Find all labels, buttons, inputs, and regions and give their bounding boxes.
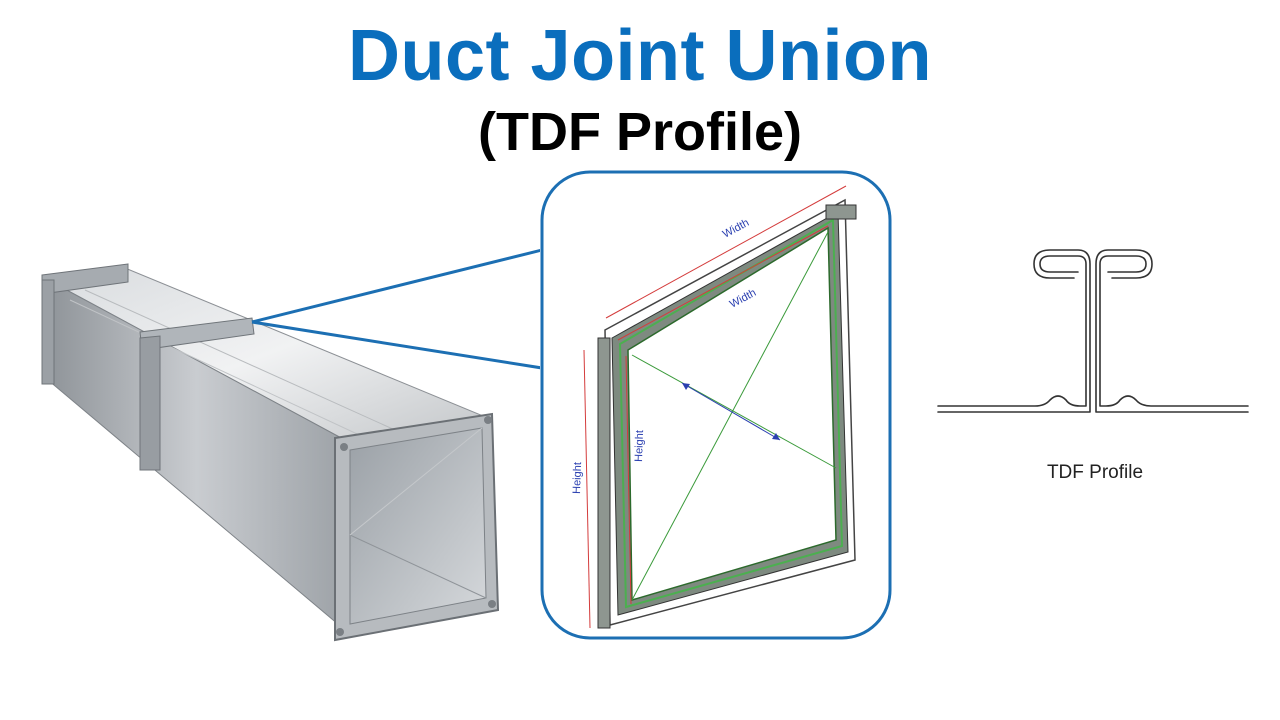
inner-height-dimension [625, 355, 632, 605]
tdf-profile-drawing [937, 249, 1249, 413]
inner-height-label: Height [633, 430, 646, 462]
duct-illustration [41, 248, 540, 642]
page-title: Duct Joint Union [348, 16, 932, 96]
callout-leader-bottom [251, 320, 540, 370]
inner-width-dimension [617, 225, 829, 341]
outer-width-dimension [605, 185, 847, 319]
callout-leader-top [251, 248, 540, 324]
tdf-profile-caption: TDF Profile [1046, 462, 1144, 483]
outer-height-label: Height [571, 462, 584, 494]
page-subtitle: (TDF Profile) [478, 102, 802, 162]
outer-height-dimension [583, 349, 591, 629]
diagonal-line [631, 354, 837, 469]
joint-detail-callout: Width Width Height Height [540, 170, 892, 640]
diagonal-line [631, 231, 829, 601]
